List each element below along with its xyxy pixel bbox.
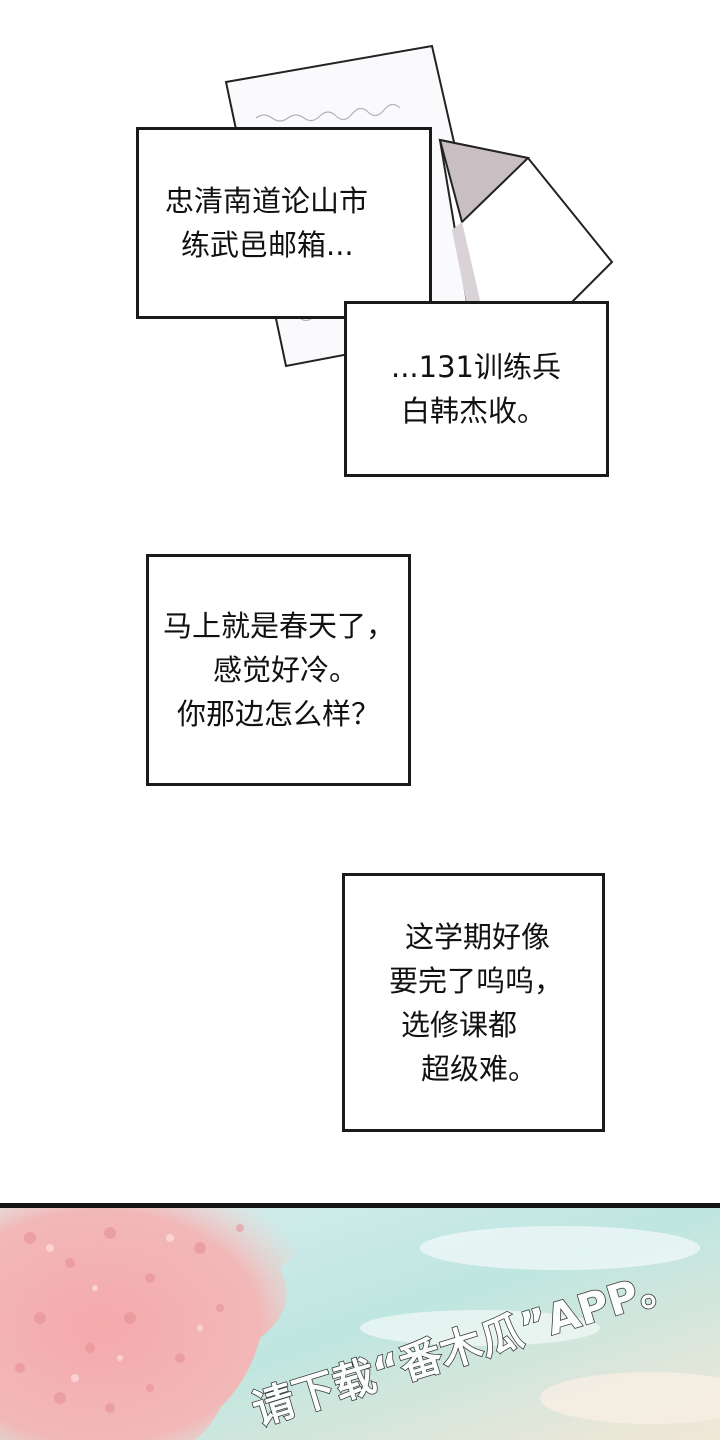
envelope-flap [438,138,531,224]
blossom-sky-art [0,1208,720,1440]
cloud [360,1310,600,1346]
blossom-texture [15,1224,244,1413]
cloud [540,1372,720,1424]
blossom-mass [0,1208,330,1440]
caption-recipient: ...131训练兵 白韩杰收。 [344,301,609,477]
watermark-text: 请下载“番木瓜”APP。 [247,1260,685,1435]
caption-line: 忠清南道论山市 [165,184,369,218]
caption-line: 练武邑邮箱... [181,228,354,262]
caption-line: 选修课都 [401,1007,518,1042]
cherry-blossom-panel [0,1203,720,1440]
caption-line: 这学期好像 [405,919,551,954]
caption-line: 马上就是春天了， [163,609,396,643]
caption-line: 白韩杰收。 [401,394,547,428]
caption-semester: 这学期好像 要完了呜呜， 选修课都 超级难。 [342,873,605,1132]
envelope-shadow [452,222,480,320]
watermark: 请下载“番木瓜”APP。 [246,1260,686,1435]
caption-line: 你那边怎么样？ [177,697,381,731]
caption-line: 感觉好冷。 [213,653,359,687]
blossom-highlights [46,1234,203,1382]
caption-line: 超级难。 [421,1051,538,1086]
caption-address: 忠清南道论山市 练武邑邮箱... [136,127,432,319]
cloud [420,1226,700,1270]
caption-spring: 马上就是春天了， 感觉好冷。 你那边怎么样？ [146,554,411,786]
caption-line: 要完了呜呜， [389,963,564,998]
caption-line: ...131训练兵 [391,350,562,384]
